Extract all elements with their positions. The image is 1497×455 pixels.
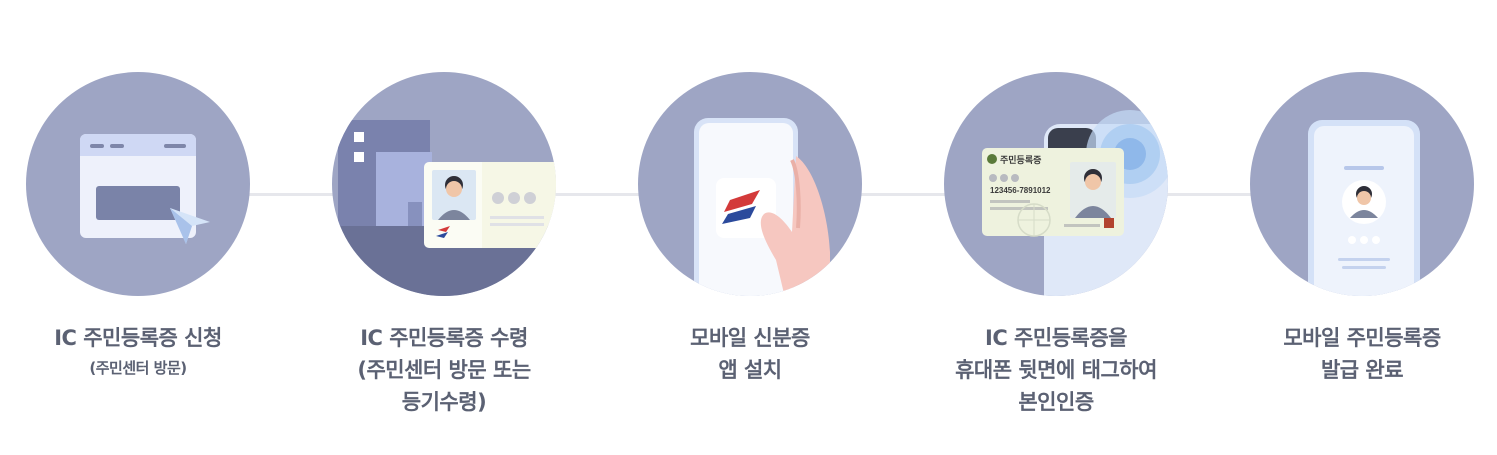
step-complete-circle: [1250, 72, 1474, 296]
step-verify-line2: 휴대폰 뒷면에 태그하여: [955, 358, 1157, 382]
step-install-circle: [638, 72, 862, 296]
step-verify-label: IC 주민등록증을 휴대폰 뒷면에 태그하여 본인인증: [936, 322, 1176, 418]
step-verify-line3: 본인인증: [1018, 390, 1094, 414]
step-receive-circle: [332, 72, 556, 296]
browser-window-icon: [80, 134, 210, 244]
nfc-tag-card-icon: 주민등록증 123456-7891012: [982, 110, 1168, 296]
step-apply-title: IC 주민등록증 신청: [54, 326, 222, 350]
building-idcard-icon: [332, 120, 556, 296]
step-install: 모바일 신분증 앱 설치: [630, 72, 870, 386]
step-receive: IC 주민등록증 수령 (주민센터 방문 또는 등기수령): [324, 72, 564, 418]
step-apply: IC 주민등록증 신청 (주민센터 방문): [18, 72, 258, 382]
step-verify-title: IC 주민등록증을: [985, 326, 1127, 350]
step-receive-label: IC 주민등록증 수령 (주민센터 방문 또는 등기수령): [324, 322, 564, 418]
step-complete-line2: 발급 완료: [1320, 358, 1404, 382]
step-install-label: 모바일 신분증 앱 설치: [630, 322, 870, 386]
step-receive-title: IC 주민등록증 수령: [360, 326, 528, 350]
step-install-line2: 앱 설치: [718, 358, 782, 382]
step-apply-subtitle: (주민센터 방문): [89, 359, 187, 377]
card-number-text: 123456-7891012: [990, 186, 1051, 195]
step-verify-circle: 주민등록증 123456-7891012: [944, 72, 1168, 296]
card-title-text: 주민등록증: [1000, 154, 1041, 165]
mobile-id-complete-icon: [1308, 120, 1420, 296]
step-complete-title: 모바일 주민등록증: [1283, 326, 1441, 350]
phone-app-icon: [694, 118, 830, 296]
step-verify: 주민등록증 123456-7891012 IC 주민등록증을 휴대폰 뒷면에 태…: [936, 72, 1176, 418]
step-install-title: 모바일 신분증: [690, 326, 810, 350]
step-apply-circle: [26, 72, 250, 296]
step-complete: 모바일 주민등록증 발급 완료: [1242, 72, 1482, 386]
step-receive-line3: 등기수령): [401, 390, 487, 414]
step-complete-label: 모바일 주민등록증 발급 완료: [1242, 322, 1482, 386]
step-apply-label: IC 주민등록증 신청 (주민센터 방문): [18, 322, 258, 382]
step-receive-line2: (주민센터 방문 또는: [357, 358, 531, 382]
